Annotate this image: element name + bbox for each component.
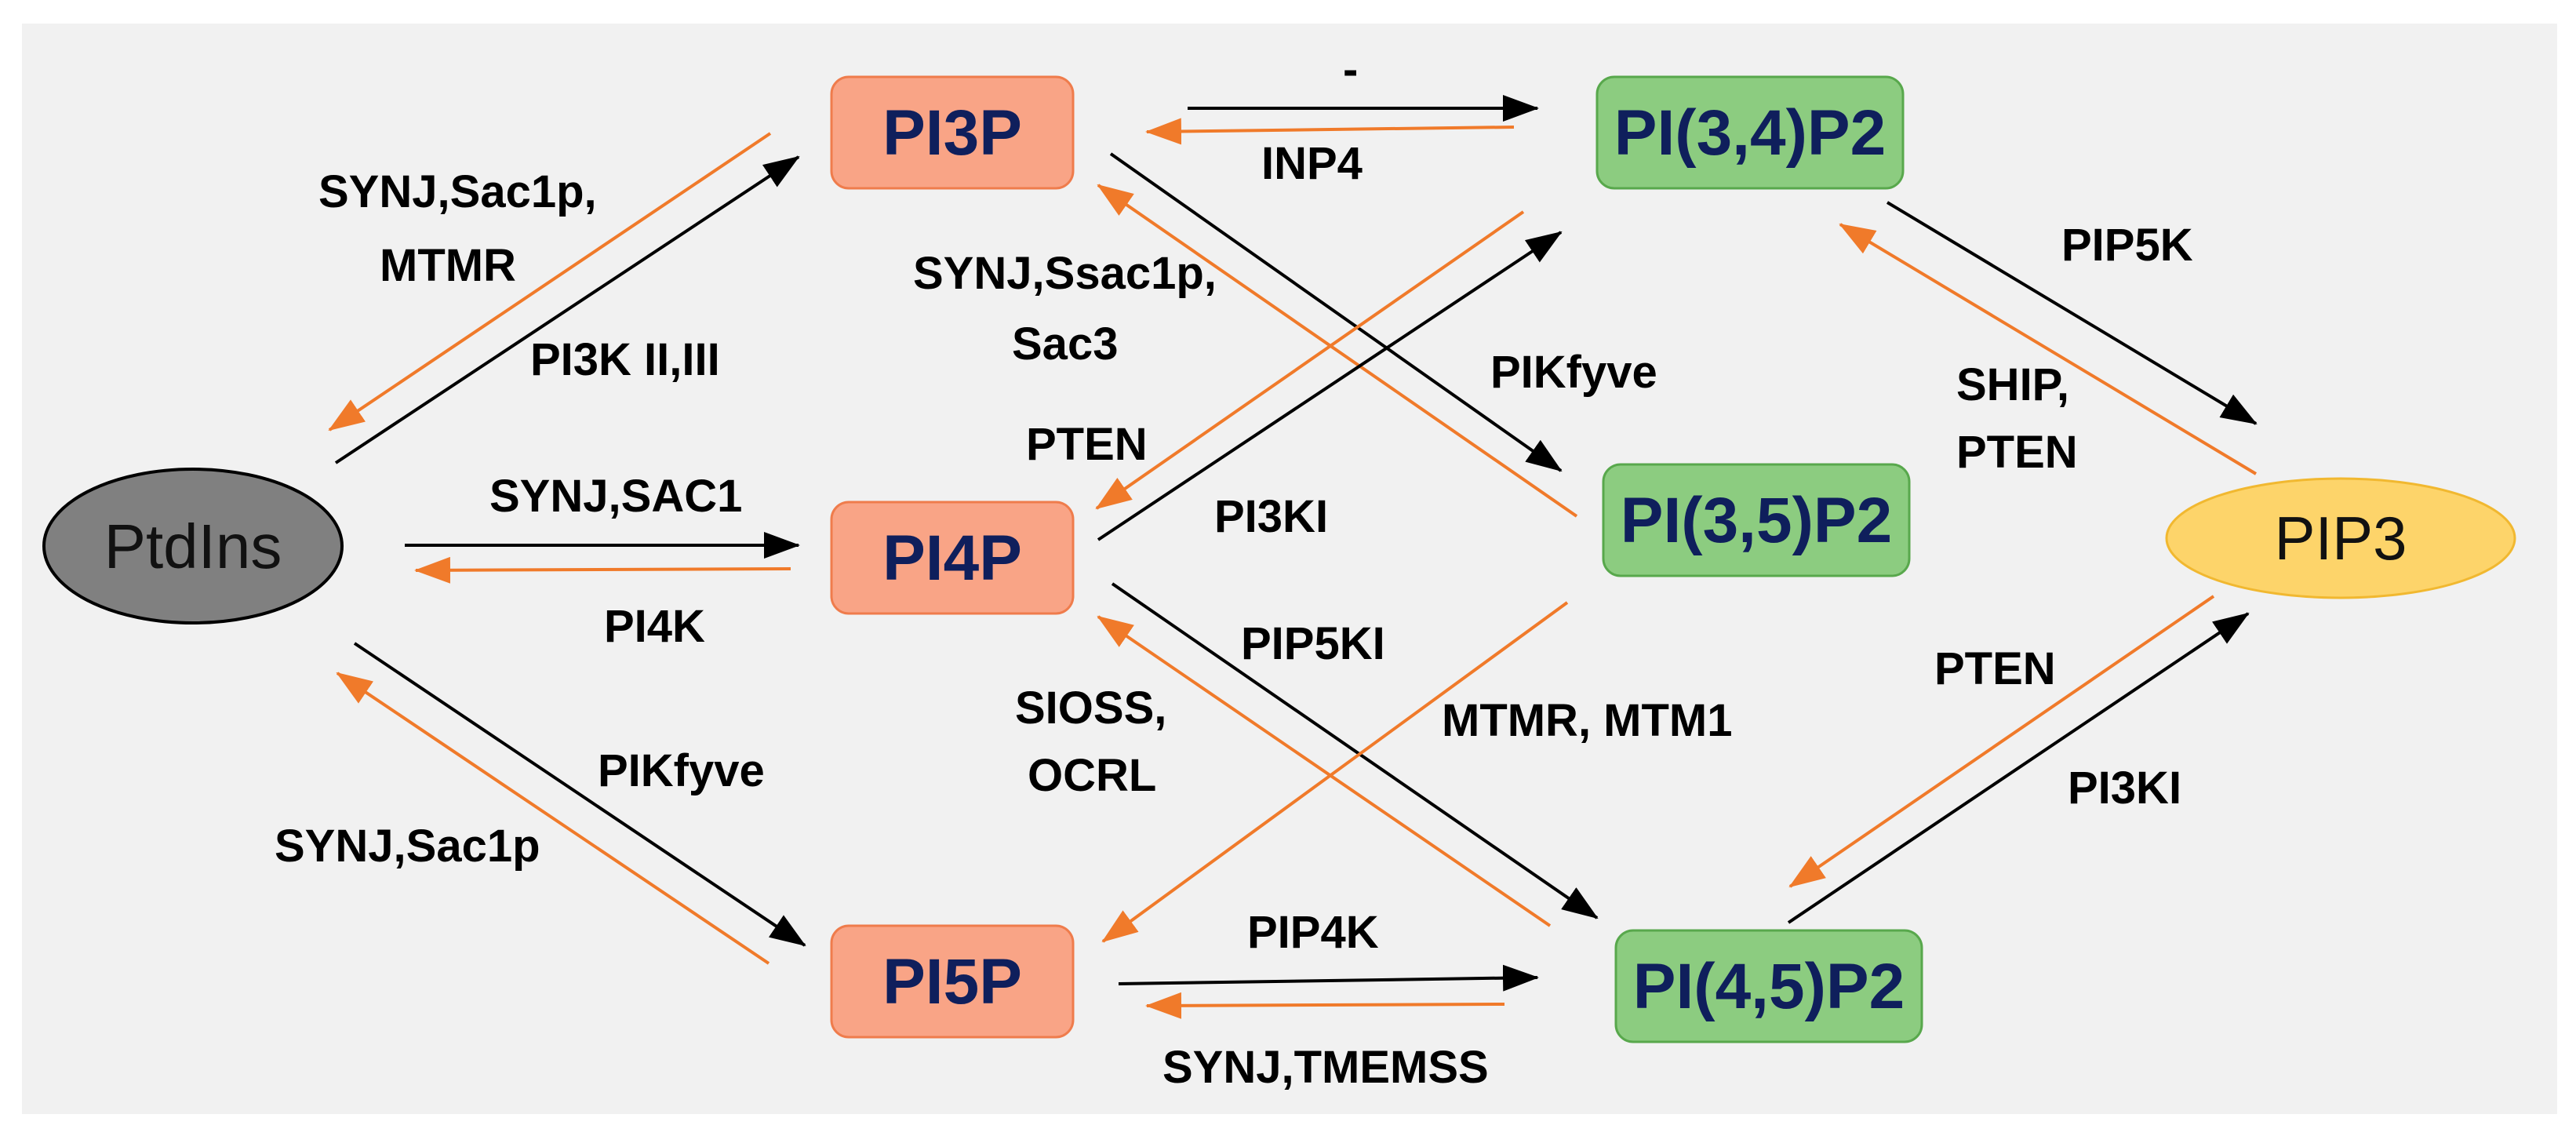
arrow-pi3p-to-pi35p2 [1109, 152, 1563, 472]
enzyme-label: PIKfyve [1490, 347, 1657, 398]
pi35p2-box [1602, 463, 1911, 577]
enzyme-label: PTEN [1956, 427, 2078, 478]
arrow-pip3-to-pi34p2 [1839, 223, 2258, 475]
arrow-pi45p2-to-pi4p [1097, 615, 1552, 927]
enzyme-label: MTMR, MTM1 [1442, 695, 1733, 746]
arrow-pi3p-to-ptdins [328, 132, 772, 431]
arrow-pi4p-to-pi34p2 [1097, 231, 1563, 541]
arrow-pi35p2-to-pi5p [1101, 601, 1569, 943]
pi45p2-box [1614, 929, 1923, 1043]
node-pi34p2: PI(3,4)P2 [1595, 75, 1905, 190]
pi34p2-label: PI(3,4)P2 [1614, 97, 1886, 169]
arrow-pi45p2-to-pip3 [1787, 612, 2250, 924]
enzyme-label: PIP4K [1247, 907, 1379, 958]
arrow-pi34p2-to-pi3p [1145, 118, 1515, 145]
pi45p2-label: PI(4,5)P2 [1633, 951, 1905, 1022]
arrow-pi45p2-to-pi5p [1145, 992, 1505, 1019]
arrow-pi5p-to-pi45p2 [1118, 964, 1539, 992]
ptdins-ellipse [42, 468, 344, 624]
arrow-pi4p-to-ptdins [414, 556, 791, 584]
pi4p-box [830, 501, 1075, 615]
arrow-pi34p2-to-pip3 [1886, 201, 2258, 425]
enzyme-label: SYNJ,SAC1 [489, 471, 742, 522]
enzyme-label: PTEN [1026, 419, 1148, 470]
enzyme-label: SYNJ,TMEMSS [1162, 1042, 1489, 1093]
enzyme-label: PI3KI [2068, 763, 2181, 814]
pip3-label: PIP3 [2274, 504, 2407, 573]
enzyme-label: PIKfyve [598, 745, 765, 796]
enzyme-label: SYNJ,Sac1p [275, 821, 540, 872]
enzyme-label: PIP5KI [1241, 618, 1385, 669]
enzyme-label: PIP5K [2061, 220, 2193, 271]
node-pi4p: PI4P [830, 501, 1075, 615]
arrow-pi5p-to-ptdins [336, 672, 770, 965]
pip3-ellipse [2165, 477, 2516, 599]
node-pip3: PIP3 [2165, 477, 2516, 599]
enzyme-labels: SYNJ,Sac1p, MTMR PI3K II,III SYNJ,SAC1 P… [275, 44, 2193, 1093]
enzyme-label: PTEN [1934, 643, 2056, 694]
enzyme-label: SIOSS, [1015, 683, 1166, 734]
enzyme-label: MTMR [380, 240, 516, 291]
enzyme-label: PI3KI [1214, 491, 1328, 542]
reaction-arrows [328, 95, 2258, 1019]
pi5p-label: PI5P [882, 946, 1022, 1018]
arrow-pi4p-to-pi45p2 [1111, 582, 1599, 919]
node-ptdins: PtdIns [42, 468, 344, 624]
arrow-ptdins-to-pi5p [353, 642, 806, 947]
enzyme-label: INP4 [1261, 138, 1363, 189]
pi3p-box [830, 75, 1075, 190]
enzyme-label: PI3K II,III [530, 334, 720, 385]
node-pi35p2: PI(3,5)P2 [1602, 463, 1911, 577]
enzyme-label: SYNJ,Sac1p, [318, 166, 597, 217]
node-pi5p: PI5P [830, 924, 1075, 1039]
enzyme-label: SYNJ,Ssac1p, [913, 248, 1217, 299]
enzyme-label: Sac3 [1012, 319, 1118, 370]
ptdins-label: PtdIns [104, 512, 282, 581]
arrow-pi35p2-to-pi3p [1097, 184, 1578, 518]
arrow-pi34p2-to-pi4p [1095, 210, 1525, 510]
enzyme-label: SHIP, [1956, 359, 2069, 410]
arrow-pip3-to-pi45p2 [1788, 595, 2215, 888]
node-pi3p: PI3P [830, 75, 1075, 190]
enzyme-label: - [1343, 44, 1358, 95]
pi3p-label: PI3P [882, 97, 1022, 169]
pi4p-label: PI4P [882, 522, 1022, 594]
pi5p-box [830, 924, 1075, 1039]
pi35p2-label: PI(3,5)P2 [1621, 485, 1892, 556]
enzyme-label: OCRL [1028, 750, 1156, 801]
pi34p2-box [1595, 75, 1905, 190]
node-pi45p2: PI(4,5)P2 [1614, 929, 1923, 1043]
arrow-ptdins-to-pi3p [334, 155, 800, 464]
enzyme-label: PI4K [604, 601, 705, 652]
